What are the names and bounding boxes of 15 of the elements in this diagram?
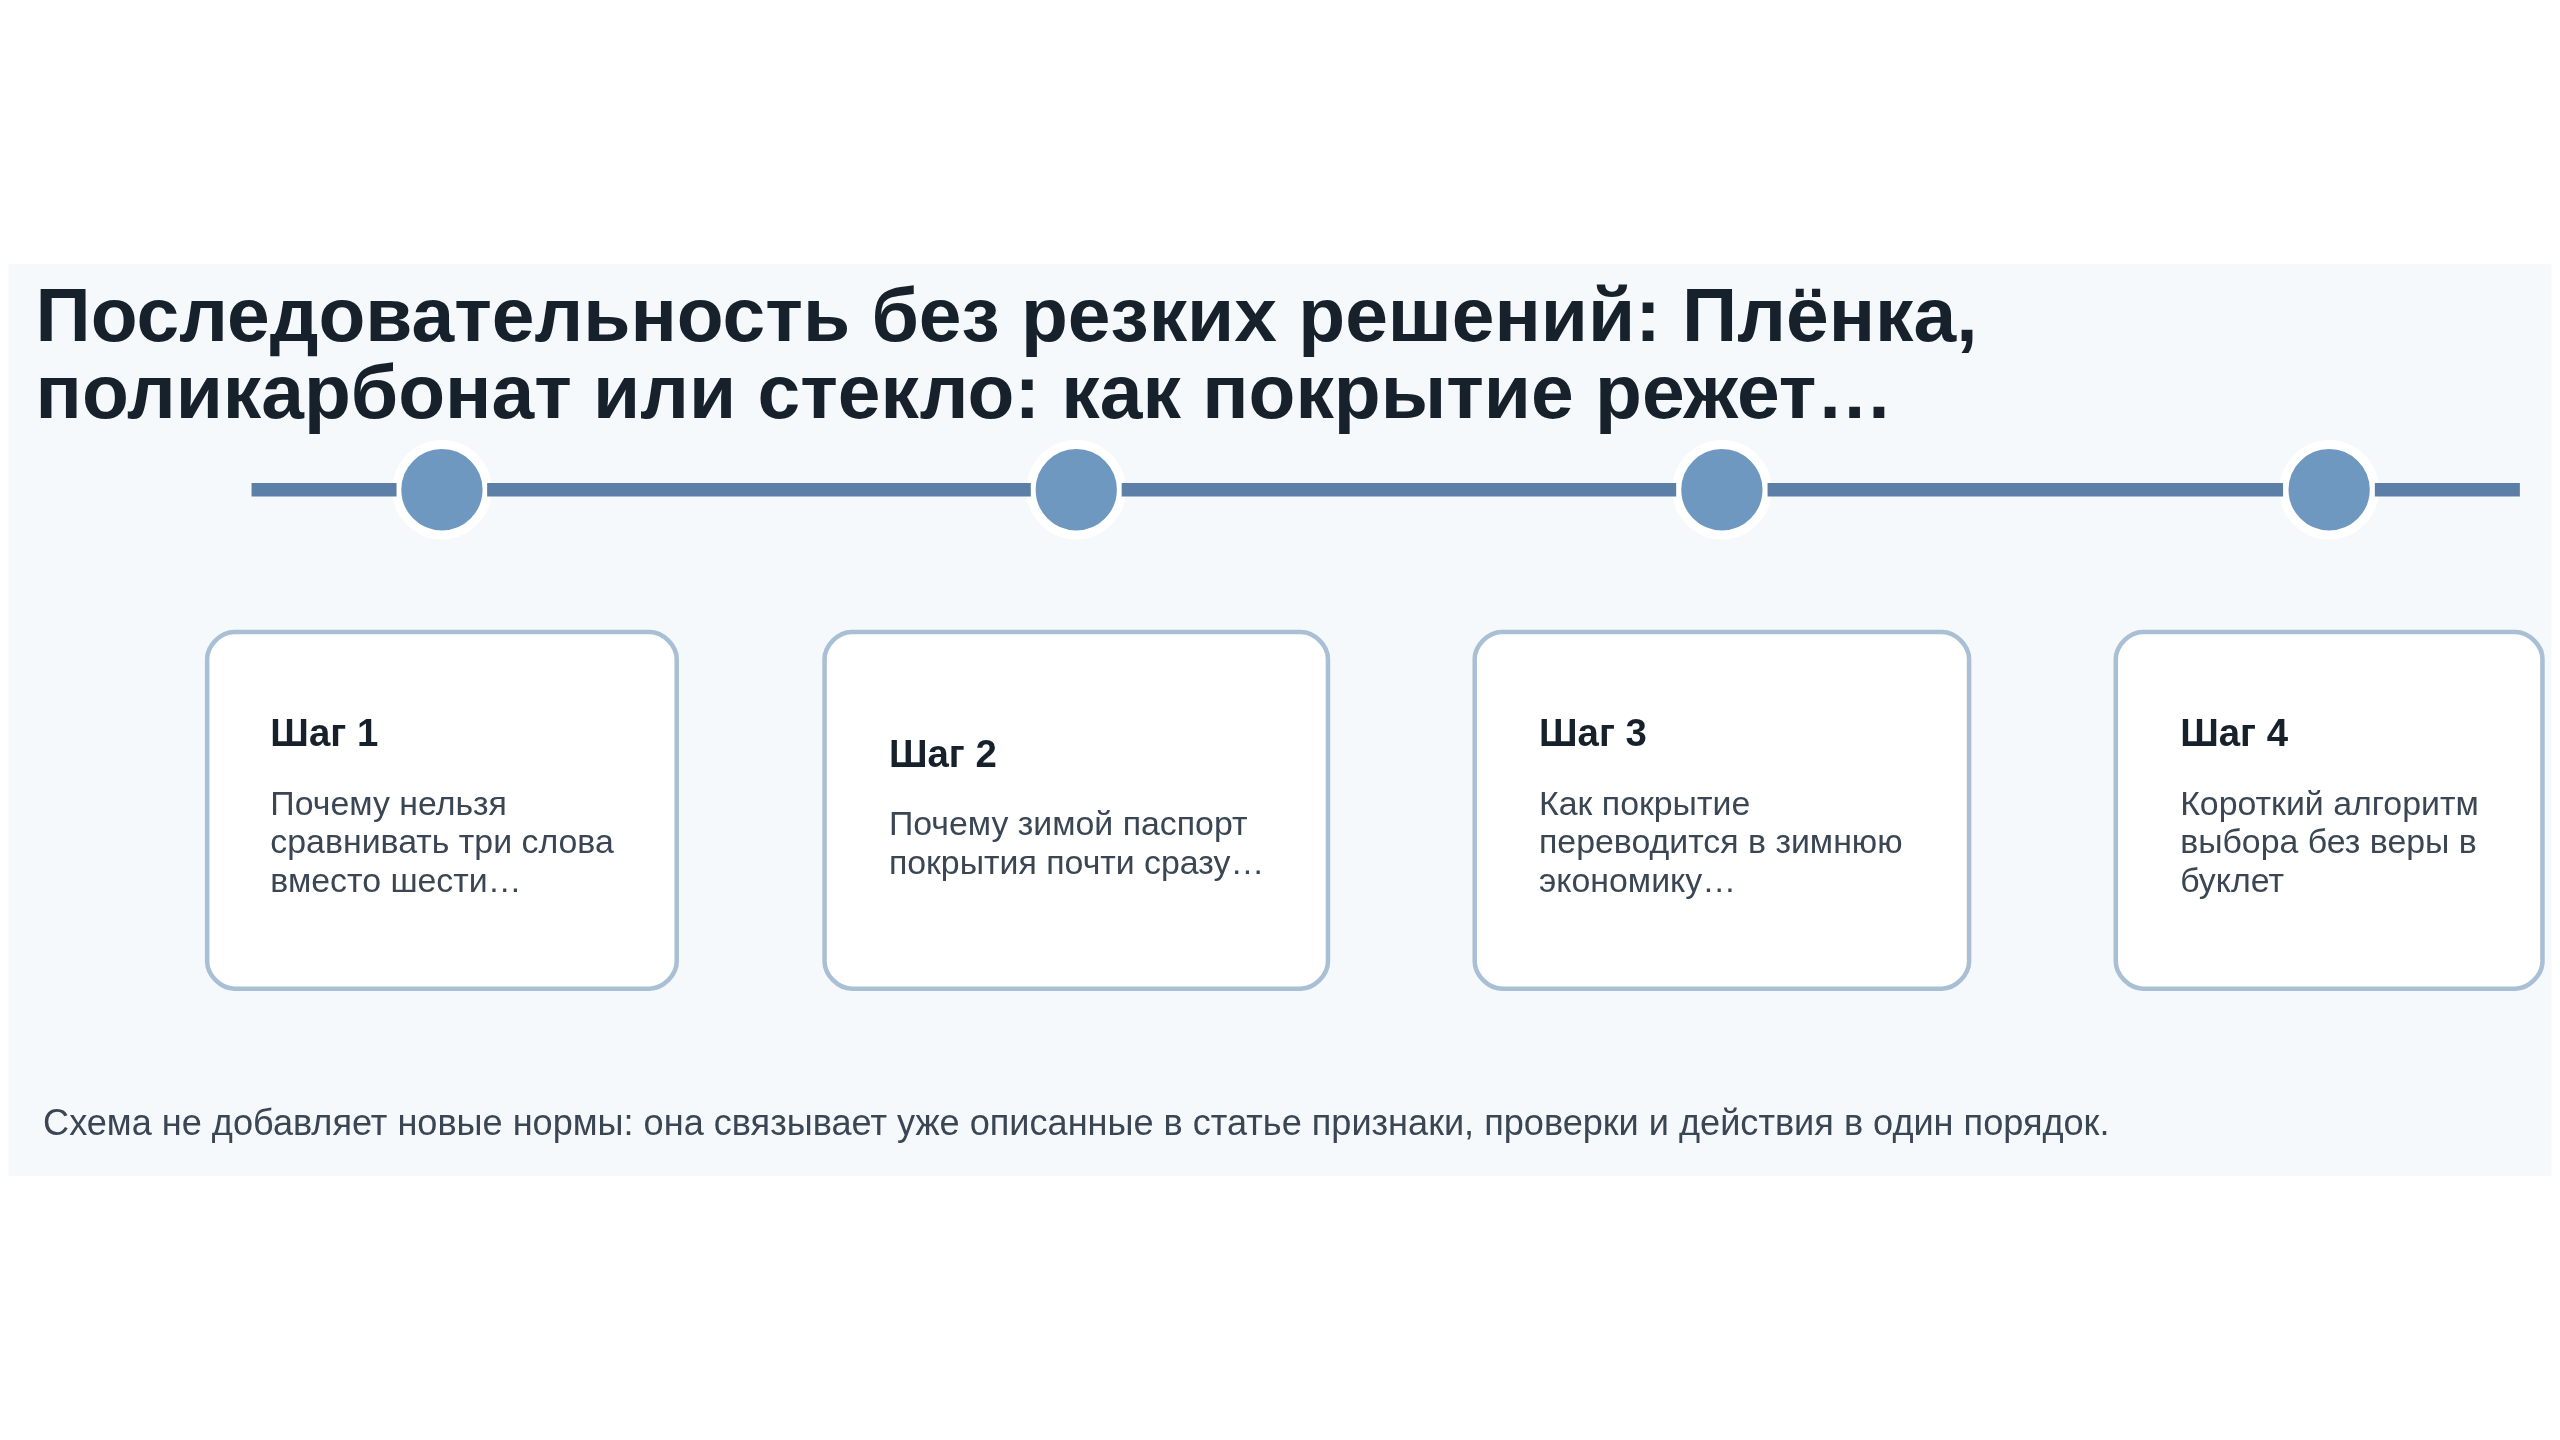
node-circle bbox=[2279, 440, 2379, 540]
node-circle bbox=[1026, 440, 1126, 540]
caption: Схема не добавляет новые нормы: она связывает уже описанные в статье признаки, проверки и действия в один порядок. bbox=[43, 1101, 2110, 1143]
node-box: Шаг 1 Почему нельзя сравнивать три слова вместо шести… bbox=[204, 629, 679, 991]
connector bbox=[1121, 482, 1677, 497]
node-box: Шаг 2 Почему зимой паспорт покрытия почти сразу… bbox=[822, 629, 1331, 991]
connector bbox=[1767, 482, 2284, 497]
connector bbox=[2374, 482, 2520, 497]
connector bbox=[251, 482, 397, 497]
connector bbox=[487, 482, 1031, 497]
node-circle bbox=[1672, 440, 1772, 540]
node-box: Шаг 4 Короткий алгоритм выбора без веры в буклет bbox=[2113, 629, 2545, 991]
node-circle bbox=[392, 440, 492, 540]
diagram-title: Последовательность без резких решений: Плёнка, поликарбонат или стекло: как покрытие режет… bbox=[35, 272, 1978, 434]
node-box: Шаг 3 Как покрытие переводится в зимнюю экономику… bbox=[1472, 629, 1972, 991]
